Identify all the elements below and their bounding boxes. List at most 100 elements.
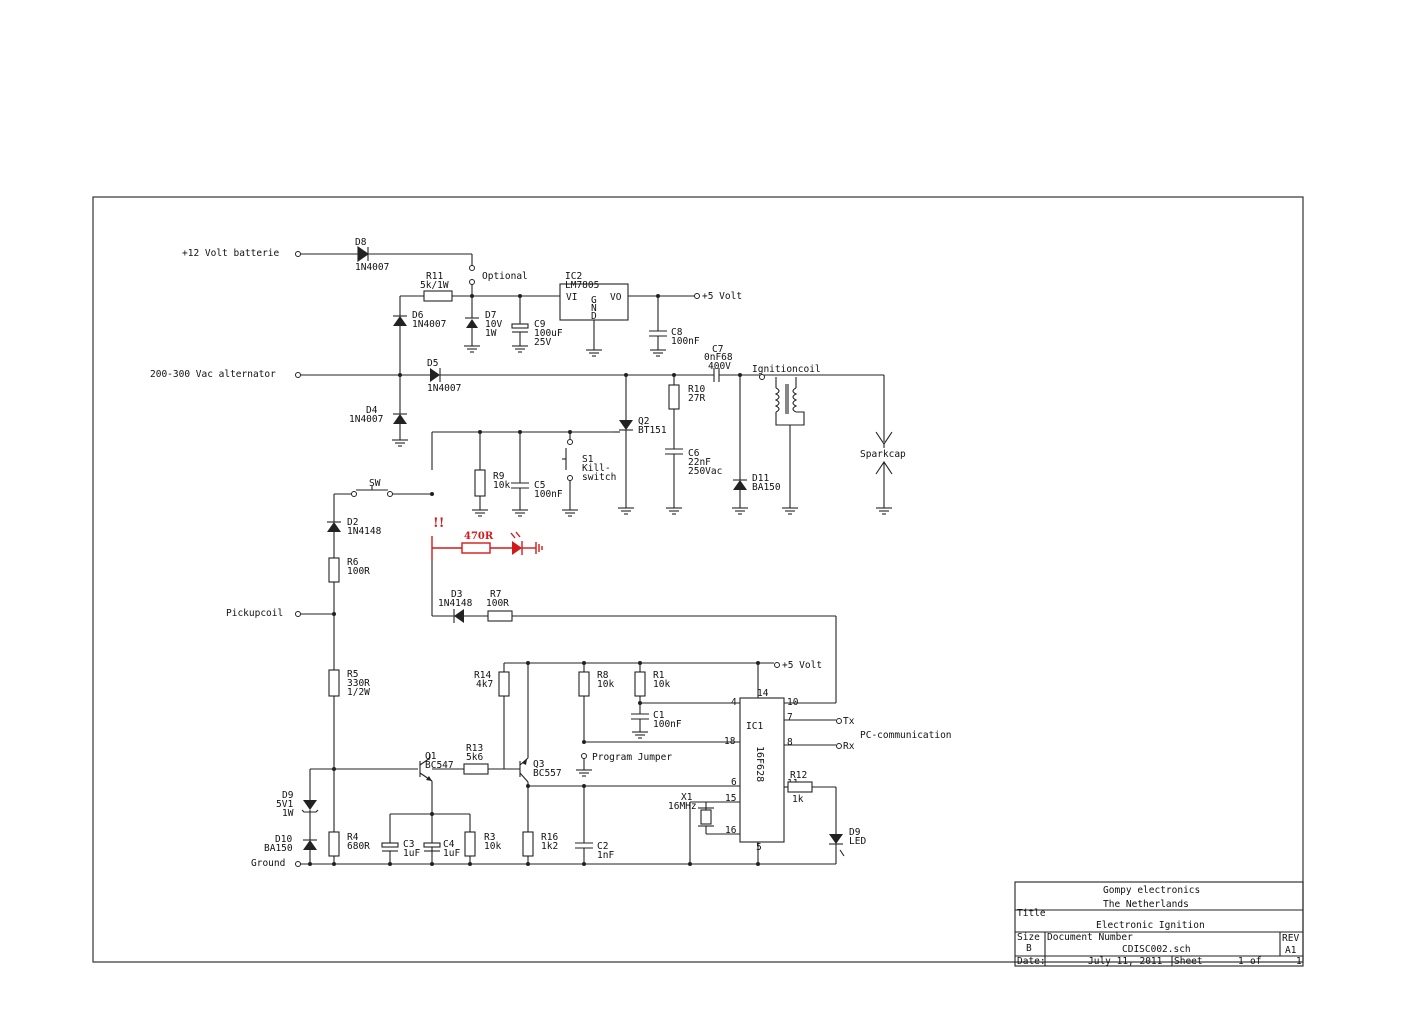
text-parts-ic1-0: IC1 <box>746 721 763 732</box>
text-parts-ic2-1: LM7805 <box>565 280 599 291</box>
label-sw: SW <box>369 478 381 489</box>
text-titleblock-size_label: Size <box>1017 932 1040 943</box>
text-parts-r10-1: 27R <box>688 393 705 404</box>
text-parts-s1-0: S1 <box>582 454 594 465</box>
text-parts-r12-1: 1k <box>792 794 804 805</box>
text-parts-r10-0: R10 <box>688 384 705 395</box>
text-parts-s1-1: Kill- <box>582 463 611 474</box>
label-program-jumper: Program Jumper <box>592 752 672 763</box>
label-alternator: 200-300 Vac alternator <box>150 369 276 380</box>
text-parts-r3-0: R3 <box>484 832 495 843</box>
text-parts-s1-2: switch <box>582 472 616 483</box>
text-parts-d9b-1: LED <box>849 836 866 847</box>
text-labels-sparkcap: Sparkcap <box>860 449 906 460</box>
text-parts-ic2pins-1: VO <box>610 292 622 303</box>
text-parts-r6-0: R6 <box>347 557 359 568</box>
resistor-R9 <box>474 469 486 497</box>
text-parts-r4-0: R4 <box>347 832 359 843</box>
text-titleblock-sheets: 1 <box>1296 956 1302 967</box>
text-parts-q2-0: Q2 <box>638 416 649 427</box>
text-titleblock-size: B <box>1026 943 1032 954</box>
text-parts-q3-0: Q3 <box>533 759 544 770</box>
text-parts-c6-0: C6 <box>688 448 700 459</box>
text-parts-r1-1: 10k <box>653 679 670 690</box>
text-parts-d9a-1: 5V1 <box>276 799 293 810</box>
regulator-IC2 <box>559 283 629 321</box>
resistor-R1 <box>634 671 646 697</box>
text-parts-ic2pins-0: VI <box>566 292 577 303</box>
resistor-R12 <box>787 781 813 793</box>
text-parts-d8-0: D8 <box>355 237 367 248</box>
text-labels-ignitioncoil: Ignitioncoil <box>752 364 821 375</box>
tb-date: July 11, 2011 <box>1088 956 1163 967</box>
text-parts-c8-0: C8 <box>671 327 683 338</box>
text-parts-c9-1: 100uF <box>534 328 563 339</box>
resistor-R10 <box>668 384 680 410</box>
text-parts-pins-8: 7 <box>787 712 793 723</box>
text-parts-r7-1: 100R <box>486 598 509 609</box>
text-parts-d9a-0: D9 <box>282 790 294 801</box>
text-parts-ic2pins-3: N <box>591 303 597 314</box>
text-parts-d2-0: D2 <box>347 517 358 528</box>
text-parts-r6-1: 100R <box>347 566 370 577</box>
title-block: Gompy electronics The Netherlands Title … <box>1014 881 1304 967</box>
label-tx: Tx <box>843 716 855 727</box>
text-parts-c4-1: 1uF <box>443 848 460 859</box>
text-parts-c3-1: 1uF <box>403 848 420 859</box>
text-parts-d11-0: D11 <box>752 473 769 484</box>
resistor-R13 <box>463 763 489 775</box>
text-parts-d6-1: 1N4007 <box>412 319 446 330</box>
text-parts-c6-1: 22nF <box>688 457 711 468</box>
battery-input: +12 Volt batterie Optional <box>182 245 528 296</box>
text-parts-d7-2: 1W <box>485 328 497 339</box>
text-parts-d11-1: BA150 <box>752 482 781 493</box>
label-pickupcoil: Pickupcoil <box>226 608 283 619</box>
text-parts-x1-1: 16MHz <box>668 801 697 812</box>
text-parts-r5-2: 1/2W <box>347 687 370 698</box>
text-parts-c7-2: 400V <box>708 361 731 372</box>
text-parts-r5-0: R5 <box>347 669 358 680</box>
text-parts-c5-0: C5 <box>534 480 545 491</box>
text-parts-r8-1: 10k <box>597 679 614 690</box>
text-parts-q2-1: BT151 <box>638 425 667 436</box>
text-parts-c1-1: 100nF <box>653 719 682 730</box>
text-parts-c7-1: 0nF68 <box>704 352 733 363</box>
text-parts-r1-0: R1 <box>653 670 665 681</box>
tb-company: Gompy electronics <box>1103 885 1200 896</box>
text-parts-r7-0: R7 <box>490 589 501 600</box>
microcontroller-IC1 <box>739 697 785 843</box>
tb-country: The Netherlands <box>1103 899 1189 910</box>
text-parts-r9-0: R9 <box>493 471 505 482</box>
text-parts-d3-0: D3 <box>451 589 462 600</box>
text-parts-c5-1: 100nF <box>534 489 563 500</box>
text-parts-c2-0: C2 <box>597 841 608 852</box>
text-titleblock-title_label: Title <box>1017 908 1046 919</box>
D8-label: D8 1N4007 <box>355 237 389 273</box>
text-parts-c8-1: 100nF <box>671 336 700 347</box>
text-parts-r5-1: 330R <box>347 678 370 689</box>
resistor-R14 <box>498 671 510 697</box>
text-parts-d2-1: 1N4148 <box>347 526 382 537</box>
text-parts-ic2pins-2: G <box>591 295 597 306</box>
text-parts-pins-4: 15 <box>725 793 736 804</box>
tb-title: Electronic Ignition <box>1096 920 1205 931</box>
text-parts-pins-5: 16 <box>725 825 737 836</box>
text-parts-d3-1: 1N4148 <box>438 598 473 609</box>
text-parts-r11-0: R11 <box>426 271 443 282</box>
text-parts-ic2-0: IC2 <box>565 271 582 282</box>
text-parts-r11-1: 5k/1W <box>420 280 449 291</box>
warning-marks: !! <box>433 516 444 531</box>
text-parts-r16-1: 1k2 <box>541 841 558 852</box>
text-parts-pins-0: 14 <box>757 688 769 699</box>
text-titleblock-of: of <box>1250 956 1261 967</box>
resistor-R6 <box>328 557 340 583</box>
text-parts-d4-0: D4 <box>366 405 378 416</box>
label-ground: Ground <box>251 858 285 869</box>
resistor-R8 <box>578 671 590 697</box>
text-parts-d5-1: 1N4007 <box>427 383 461 394</box>
text-parts-r13-0: R13 <box>466 743 483 754</box>
resistor-R7 <box>487 610 513 622</box>
sparkgap: Sparkcap <box>860 375 906 515</box>
text-parts-d7-1: 10V <box>485 319 502 330</box>
resistor-R4 <box>328 831 340 857</box>
